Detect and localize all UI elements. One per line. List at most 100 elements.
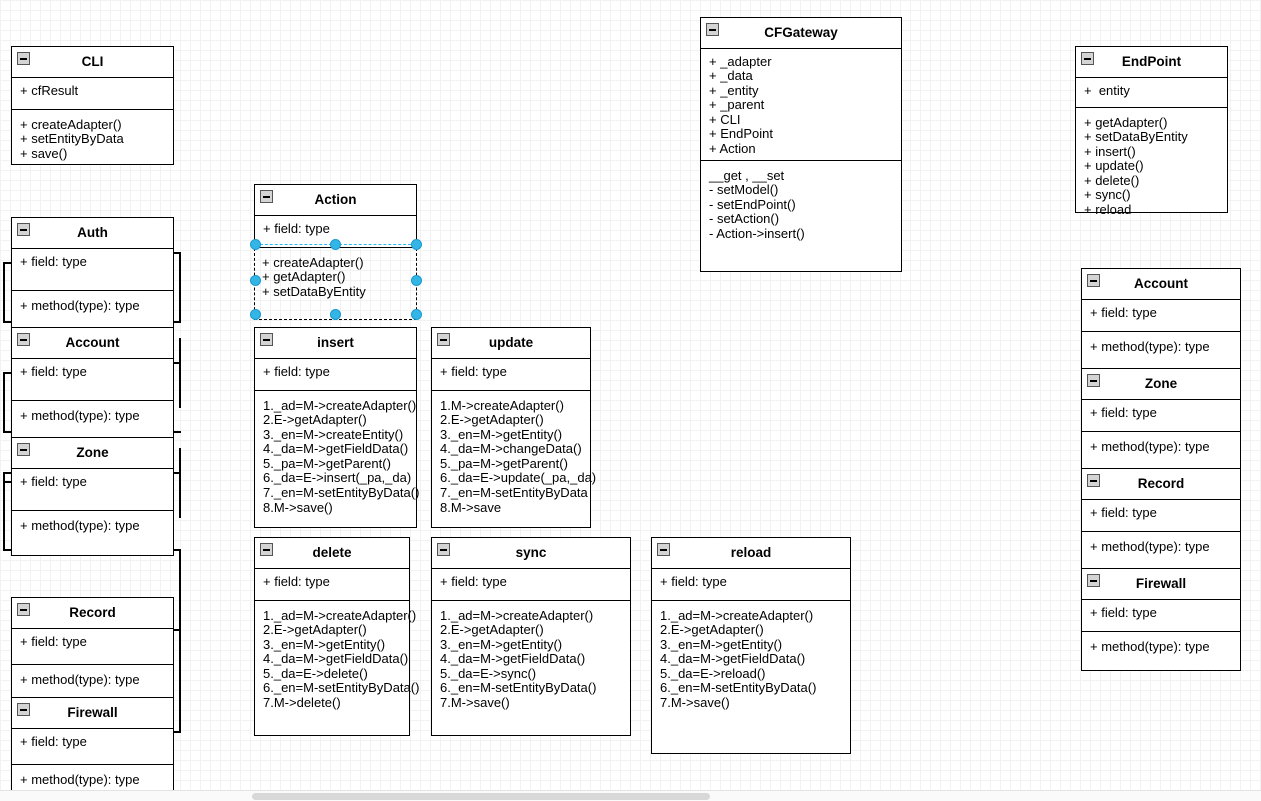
uml-class-name: EndPoint	[1121, 54, 1182, 69]
uml-class-auth-left[interactable]: Auth+ field: type+ method(type): type	[11, 217, 174, 336]
uml-class-header-insert: insert	[255, 328, 416, 359]
uml-method-row: 1._ad=M->createAdapter()	[660, 607, 814, 623]
uml-class-zone-left[interactable]: Zone+ field: type+ method(type): type	[11, 437, 174, 556]
uml-methods-delete: 1._ad=M->createAdapter()2.E->getAdapter(…	[255, 601, 419, 735]
collapse-minus-icon[interactable]	[260, 333, 273, 346]
uml-method-row: + createAdapter()	[262, 254, 364, 270]
uml-attribute-row: + field: type	[20, 363, 87, 379]
collapse-minus-icon[interactable]	[260, 543, 273, 556]
uml-class-endpoint[interactable]: EndPoint+ entity+ getAdapter()+ setDataB…	[1075, 46, 1228, 217]
uml-class-action[interactable]: Action+ field: type+ createAdapter()+ ge…	[254, 184, 417, 310]
uml-class-name: delete	[312, 545, 352, 560]
uml-methods-update: 1.M->createAdapter()2.E->getAdapter()3._…	[432, 391, 596, 527]
uml-method-row: + createAdapter()	[20, 116, 122, 132]
uml-class-record-left[interactable]: Record+ field: type+ method(type): type	[11, 597, 174, 710]
uml-class-account-left[interactable]: Account+ field: type+ method(type): type	[11, 327, 174, 446]
collapse-minus-icon[interactable]	[437, 543, 450, 556]
uml-method-row: 6._da=E->insert(_pa,_da)	[263, 470, 412, 486]
uml-methods-account-right: + method(type): type	[1082, 332, 1240, 370]
uml-method-row: 3._en=M->getEntity()	[263, 636, 386, 652]
uml-class-cli[interactable]: CLI+ cfResult+ createAdapter()+ setEntit…	[11, 46, 174, 165]
collapse-minus-icon[interactable]	[657, 543, 670, 556]
uml-method-row: 4._da=M->getFieldData()	[263, 651, 409, 667]
uml-method-row: 7.M->save()	[440, 695, 510, 711]
uml-method-row: 4._da=M->getFieldData()	[263, 441, 409, 457]
uml-method-row: + setDataByEntity	[1084, 129, 1188, 145]
uml-method-row: + save()	[20, 145, 68, 161]
uml-class-header-account-left: Account	[12, 328, 173, 359]
collapse-minus-icon[interactable]	[17, 333, 30, 346]
uml-methods-record-left: + method(type): type	[12, 665, 173, 709]
resize-handle-ne[interactable]	[411, 239, 422, 250]
uml-method-row: + method(type): type	[20, 297, 140, 313]
resize-handle-s[interactable]	[330, 309, 341, 320]
uml-attribute-row: + field: type	[1090, 504, 1157, 520]
collapse-minus-icon[interactable]	[437, 333, 450, 346]
edge-zone-record-vert-left	[3, 472, 5, 550]
uml-class-cfgateway[interactable]: CFGateway + _adapter+ _data+ _entity+ _pa…	[700, 17, 902, 272]
resize-handle-w[interactable]	[250, 275, 261, 286]
uml-class-header-record-right: Record	[1082, 469, 1240, 500]
collapse-minus-icon[interactable]	[17, 443, 30, 456]
uml-attributes-cli: + cfResult	[12, 78, 173, 110]
uml-class-header-zone-right: Zone	[1082, 369, 1240, 400]
uml-class-firewall-left[interactable]: Firewall+ field: type+ method(type): typ…	[11, 697, 174, 790]
uml-attributes-firewall-right: + field: type	[1082, 600, 1240, 632]
uml-class-name: update	[488, 335, 534, 350]
collapse-minus-icon[interactable]	[1087, 374, 1100, 387]
uml-attribute-row: + field: type	[20, 633, 87, 649]
uml-method-row: - setEndPoint()	[709, 196, 796, 212]
horizontal-scrollbar[interactable]	[0, 790, 1261, 801]
resize-handle-nw[interactable]	[250, 239, 261, 250]
collapse-minus-icon[interactable]	[706, 23, 719, 36]
collapse-minus-icon[interactable]	[1087, 574, 1100, 587]
uml-class-name: Auth	[77, 225, 108, 240]
uml-method-row: 2.E->getAdapter()	[660, 622, 764, 638]
horizontal-scrollbar-thumb[interactable]	[252, 793, 710, 800]
resize-handle-n[interactable]	[330, 239, 341, 250]
collapse-minus-icon[interactable]	[1087, 274, 1100, 287]
uml-class-record-right[interactable]: Record+ field: type+ method(type): type	[1081, 468, 1241, 571]
resize-handle-sw[interactable]	[250, 309, 261, 320]
uml-class-firewall-right[interactable]: Firewall+ field: type+ method(type): typ…	[1081, 568, 1241, 671]
uml-methods-zone-left: + method(type): type	[12, 511, 173, 555]
uml-class-header-zone-left: Zone	[12, 438, 173, 469]
edge-account-zone-stub-left	[3, 372, 13, 374]
uml-attributes-firewall-left: + field: type	[12, 729, 173, 765]
collapse-minus-icon[interactable]	[17, 52, 30, 65]
uml-method-row: 5._da=E->reload()	[660, 665, 766, 681]
uml-class-zone-right[interactable]: Zone+ field: type+ method(type): type	[1081, 368, 1241, 471]
uml-attribute-row: + EndPoint	[709, 126, 773, 142]
edge-auth-account-vert-right	[179, 252, 181, 322]
uml-class-header-delete: delete	[255, 538, 409, 569]
uml-method-row: + setDataByEntity	[262, 283, 366, 299]
uml-method-row: + sync()	[1084, 187, 1131, 203]
uml-method-row: 1._ad=M->createAdapter()	[263, 397, 417, 413]
uml-method-row: - setAction()	[709, 211, 780, 227]
collapse-minus-icon[interactable]	[1081, 52, 1094, 65]
uml-attributes-cfgateway: + _adapter+ _data+ _entity+ _parent+ CLI…	[701, 49, 901, 161]
uml-method-row: 5._da=E->sync()	[440, 665, 537, 681]
uml-attribute-row: + field: type	[263, 220, 330, 236]
resize-handle-se[interactable]	[411, 309, 422, 320]
collapse-minus-icon[interactable]	[260, 190, 273, 203]
collapse-minus-icon[interactable]	[17, 703, 30, 716]
uml-method-row: 7.M->delete()	[263, 695, 341, 711]
resize-handle-e[interactable]	[411, 275, 422, 286]
collapse-minus-icon[interactable]	[17, 603, 30, 616]
collapse-minus-icon[interactable]	[17, 223, 30, 236]
edge-record-firewall-vert-right	[179, 549, 181, 732]
collapse-minus-icon[interactable]	[1087, 474, 1100, 487]
uml-method-row: + setEntityByData	[20, 131, 124, 147]
uml-attribute-row: + _parent	[709, 97, 765, 113]
uml-class-name: insert	[317, 335, 354, 350]
uml-class-name: CFGateway	[764, 25, 838, 40]
uml-class-account-right[interactable]: Account+ field: type+ method(type): type	[1081, 268, 1241, 371]
uml-method-row: 2.E->getAdapter()	[263, 622, 367, 638]
